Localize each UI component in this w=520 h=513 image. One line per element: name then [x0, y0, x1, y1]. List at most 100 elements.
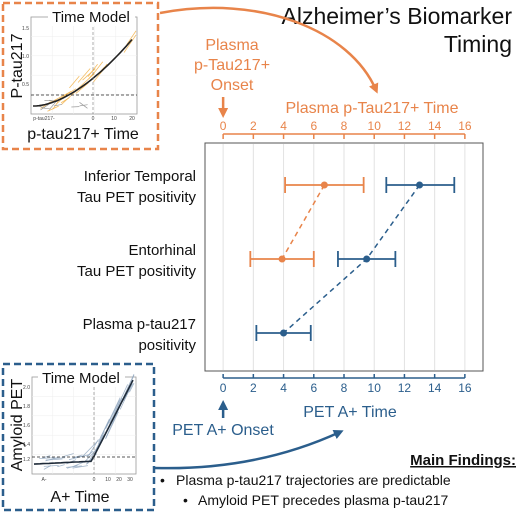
top-axis-tick-label: 14 [428, 119, 442, 133]
inset-trajectory [87, 64, 98, 77]
bottom-axis-tick-label: 6 [310, 381, 317, 395]
category-label: Inferior Temporal [84, 168, 196, 185]
bottom-axis-tick-label: 16 [458, 381, 472, 395]
inset-amyloid-trajectories [32, 373, 136, 474]
inset-trajectory [72, 465, 88, 469]
inset-trajectory [86, 450, 94, 457]
inset-trajectory [98, 431, 105, 445]
arrow-tau-to-top-axis [159, 6, 379, 94]
inset-tau-trajectories [31, 17, 137, 114]
inset-amyloid-plot-area [31, 376, 137, 475]
data-point [278, 255, 286, 263]
category-label: Plasma p-tau217 [83, 316, 196, 333]
bottom-axis-tick-label: 12 [398, 381, 412, 395]
inset-tau-xtick: 0 [92, 116, 95, 122]
bottom-axis-tick-label: 4 [280, 381, 287, 395]
inset-amyloid-border [1, 362, 156, 512]
inset-trajectory [57, 464, 65, 468]
title-line1: Alzheimer’s Biomarker [282, 3, 513, 29]
bottom-axis-tick-label: 2 [250, 381, 257, 395]
top-axis-tick-label: 10 [368, 119, 382, 133]
top-axis-tick-label: 0 [220, 119, 227, 133]
inset-trajectory [130, 374, 135, 383]
inset-trajectory [129, 382, 135, 393]
arrow-amyloid-to-bottom-axis [154, 429, 344, 470]
inset-trajectory [82, 440, 99, 457]
inset-trajectory [53, 104, 63, 107]
inset-tau-xtick: 10 [111, 116, 117, 122]
inset-trajectory [61, 453, 74, 458]
top-axis-tick-label: 2 [250, 119, 257, 133]
data-point [280, 329, 288, 337]
pet-onset-label: PET A+ Onset [172, 422, 274, 439]
bottom-axis-tick-label: 10 [368, 381, 382, 395]
inset-tau-xtick: 20 [129, 116, 135, 122]
top-axis-tick-label: 8 [341, 119, 348, 133]
inset-tau-xtick: p-tau217- [33, 116, 55, 122]
data-point [320, 181, 328, 189]
inset-tau-border [1, 1, 160, 151]
inset-trajectory [82, 68, 96, 81]
inset-amyloid-ytick: 1.2 [23, 457, 30, 463]
category-label: positivity [138, 337, 196, 354]
inset-tau-ytick: 0.5 [22, 82, 29, 88]
inset-amyloid-xtick: 0 [93, 477, 96, 483]
finding-item: Amyloid PET precedes plasma p-tau217 [198, 492, 449, 508]
inset-trajectory [94, 434, 104, 452]
inset-trajectory [58, 88, 77, 100]
inset-trajectory [47, 105, 59, 112]
inset-amyloid-ylabel: Amyloid PET [9, 379, 26, 472]
bottom-axis-tick-label: 0 [220, 381, 227, 395]
inset-tau-ylabel: P-tau217 [9, 33, 26, 98]
inset-tau-plot-area [30, 16, 138, 115]
inset-trajectory [39, 457, 55, 460]
inset-trajectory [42, 455, 51, 459]
inset-trajectory [40, 104, 49, 111]
inset-trajectory [109, 397, 123, 424]
plasma-onset-label-line1: Plasma [205, 37, 258, 54]
inset-trajectory [126, 30, 137, 45]
inset-amyloid-title: Time Model [42, 370, 120, 387]
top-axis: 0 2 4 6 8 10 12 14 16 [220, 119, 472, 139]
inset-amyloid-ytick: 2.0 [23, 385, 30, 391]
inset-fit-curve [33, 38, 133, 107]
inset-trajectory [75, 82, 89, 94]
findings-bullet: • [160, 472, 165, 488]
inset-amyloid-model: Time Model Amyloid PET A+ Time 2.0 1.8 1… [1, 362, 156, 512]
inset-trajectory [123, 34, 137, 53]
inset-trajectory [73, 461, 84, 467]
data-point [416, 181, 424, 189]
inset-trajectory [77, 73, 95, 90]
inset-amyloid-ytick: 1.4 [23, 442, 30, 448]
top-axis-tick-label: 4 [280, 119, 287, 133]
title-line2: Timing [444, 31, 512, 57]
data-point [363, 255, 371, 263]
inset-trajectory [77, 68, 91, 83]
inset-trajectory [100, 419, 110, 438]
inset-amyloid-xlabel: A+ Time [50, 489, 109, 506]
inset-trajectory [105, 399, 121, 430]
top-axis-tick-label: 12 [398, 119, 412, 133]
inset-fit-curve [33, 379, 134, 465]
findings-bullet: • [183, 492, 188, 508]
top-axis-tick-label: 16 [458, 119, 472, 133]
finding-item: Plasma p-tau217 trajectories are predict… [176, 472, 451, 488]
inset-amyloid-title-bg [38, 367, 125, 387]
inset-tau-model: Time Model P-tau217 p-tau217+ Time 1.5 1… [1, 1, 160, 151]
bottom-axis-tick-label: 8 [341, 381, 348, 395]
inset-trajectory [69, 75, 80, 89]
inset-tau-ytick: 1.5 [22, 26, 29, 32]
category-label: Tau PET positivity [77, 263, 196, 280]
category-label: Tau PET positivity [77, 189, 196, 206]
inset-tau-xlabel: p-tau217+ Time [27, 126, 139, 143]
inset-tau-ytick: 1.0 [22, 54, 29, 60]
top-axis-tick-label: 6 [310, 119, 317, 133]
inset-amyloid-xtick: 10 [105, 477, 111, 483]
bottom-axis-label: PET A+ Time [303, 404, 397, 421]
inset-amyloid-xtick: 30 [127, 477, 133, 483]
inset-trajectory [43, 464, 59, 467]
inset-trajectory [79, 102, 88, 109]
inset-trajectory [45, 456, 60, 462]
inset-tau-title-bg [48, 6, 135, 26]
